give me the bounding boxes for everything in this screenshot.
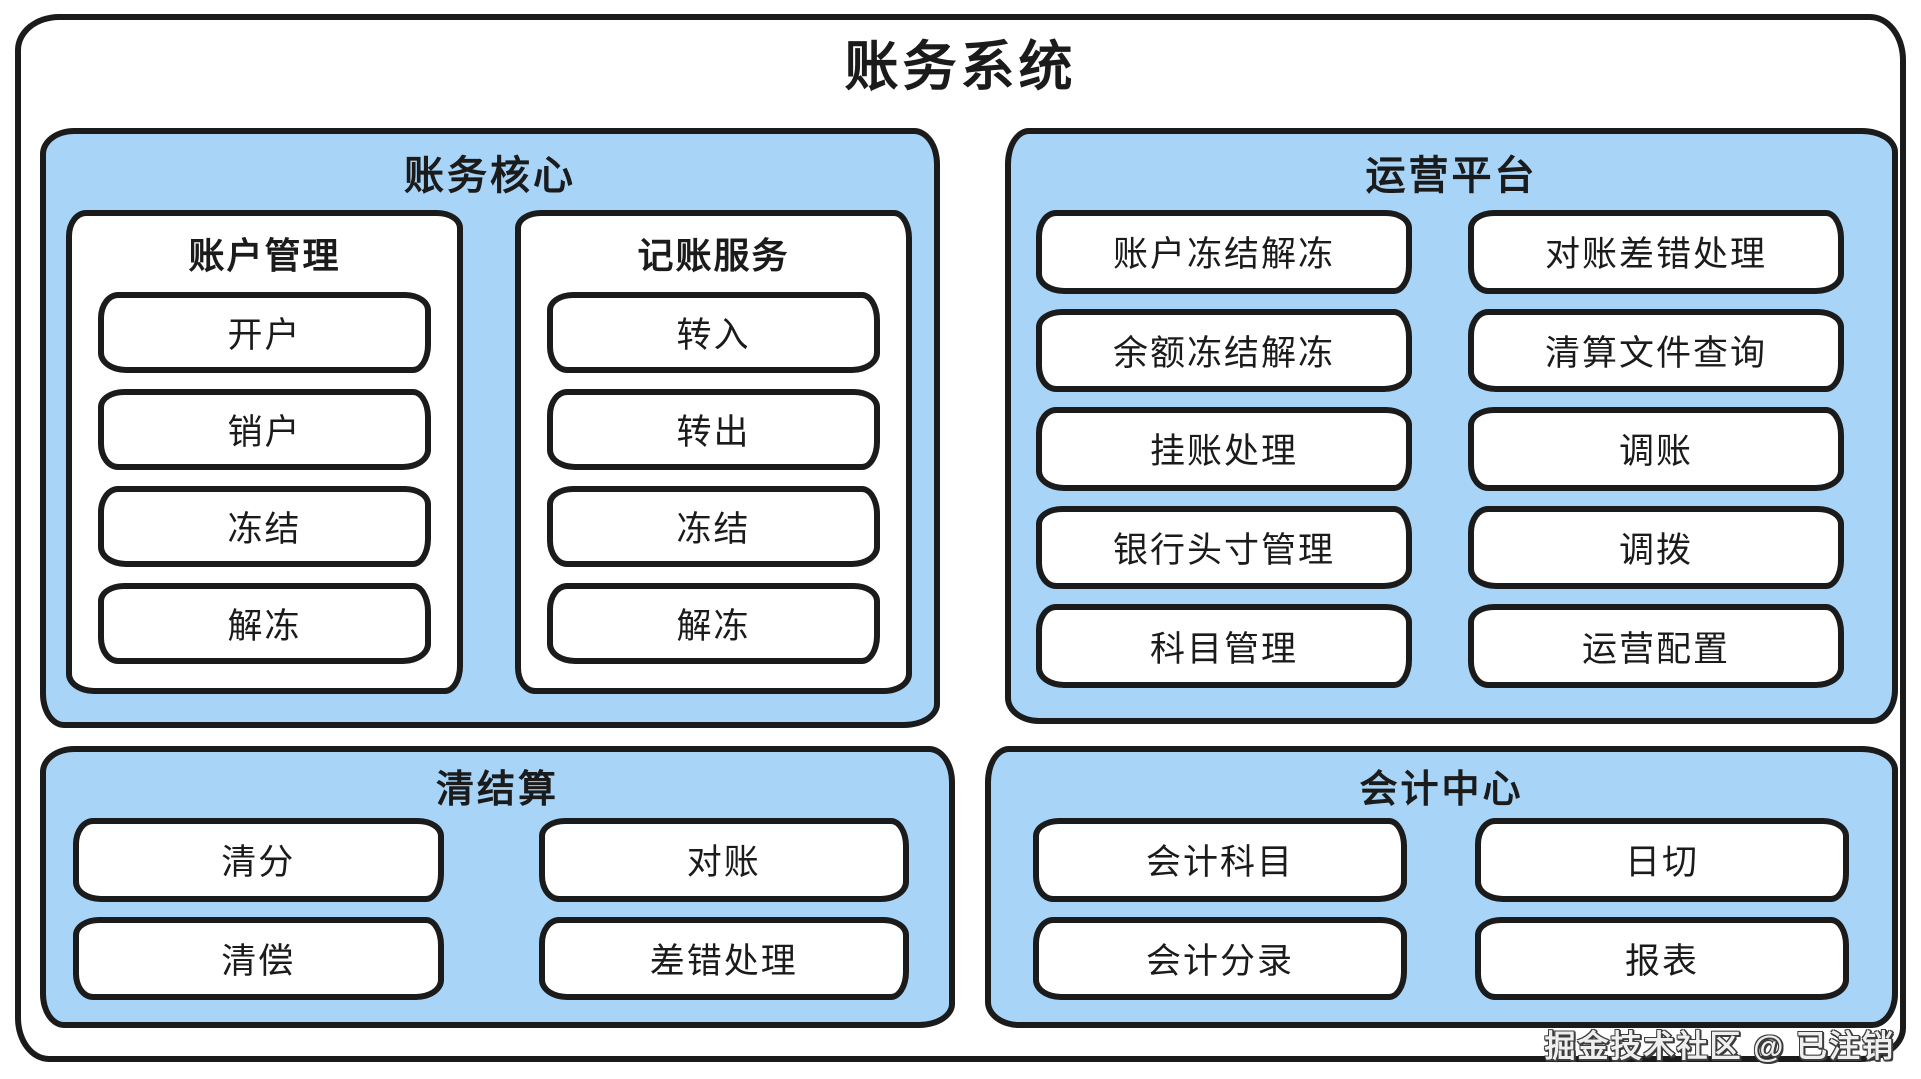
box-accounting-entry: 会计分录 [1033, 916, 1407, 1000]
panel-ops-platform: 运营平台 账户冻结解冻 余额冻结解冻 挂账处理 银行头寸管理 科目管理 对账差错… [1005, 128, 1898, 724]
clearing-settlement-right-column: 对账 差错处理 [538, 818, 909, 1000]
panel-ops-platform-title: 运营平台 [1365, 154, 1538, 198]
watermark-text: 掘金技术社区 @ 已注销 [1544, 1029, 1895, 1064]
group-account-management: 账户管理 开户 销户 冻结 解冻 [66, 210, 463, 694]
ops-platform-right-column: 对账差错处理 清算文件查询 调账 调拨 运营配置 [1468, 210, 1844, 688]
panel-clearing-settlement: 清结算 清分 清偿 对账 差错处理 [40, 746, 955, 1028]
accounting-center-body: 会计科目 会计分录 日切 报表 [991, 818, 1892, 1022]
box-clearing-file-query: 清算文件查询 [1468, 308, 1844, 393]
clearing-settlement-body: 清分 清偿 对账 差错处理 [46, 818, 949, 1022]
box-day-cut: 日切 [1475, 818, 1849, 902]
box-transfer-in: 转入 [547, 292, 880, 373]
box-freeze-entry: 冻结 [547, 486, 880, 567]
group-bookkeeping-service-title: 记账服务 [637, 235, 790, 276]
clearing-settlement-left-column: 清分 清偿 [73, 818, 444, 1000]
account-management-items: 开户 销户 冻结 解冻 [98, 292, 431, 664]
bookkeeping-service-items: 转入 转出 冻结 解冻 [547, 292, 880, 664]
page-title: 账务系统 [844, 37, 1077, 97]
box-close-account: 销户 [98, 389, 431, 470]
panel-accounting-core: 账务核心 账户管理 开户 销户 冻结 解冻 记账服务 转入 转出 冻结 解冻 [40, 128, 940, 728]
box-settle-repay: 清偿 [73, 916, 444, 1000]
box-report: 报表 [1475, 916, 1849, 1000]
box-recon-error-handling: 对账差错处理 [1468, 210, 1844, 294]
accounting-core-body: 账户管理 开户 销户 冻结 解冻 记账服务 转入 转出 冻结 解冻 [46, 210, 934, 722]
box-error-handling: 差错处理 [538, 916, 909, 1000]
box-suspense-handling: 挂账处理 [1036, 407, 1412, 491]
ops-platform-left-column: 账户冻结解冻 余额冻结解冻 挂账处理 银行头寸管理 科目管理 [1036, 210, 1412, 688]
accounting-center-right-column: 日切 报表 [1475, 818, 1849, 1000]
panel-accounting-center: 会计中心 会计科目 会计分录 日切 报表 [985, 746, 1898, 1028]
box-clearing-split: 清分 [73, 818, 444, 902]
accounting-center-left-column: 会计科目 会计分录 [1033, 818, 1407, 1000]
box-account-freeze-unfreeze: 账户冻结解冻 [1036, 210, 1412, 294]
box-fund-allocation: 调拨 [1468, 505, 1844, 590]
panel-accounting-center-title: 会计中心 [1359, 768, 1524, 811]
box-account-adjust: 调账 [1468, 407, 1844, 491]
box-balance-freeze-unfreeze: 余额冻结解冻 [1036, 308, 1412, 393]
box-unfreeze-account: 解冻 [98, 583, 431, 664]
panel-clearing-settlement-title: 清结算 [435, 768, 559, 811]
box-accounting-subject: 会计科目 [1033, 818, 1407, 902]
box-unfreeze-entry: 解冻 [547, 583, 880, 664]
box-subject-mgmt: 科目管理 [1036, 604, 1412, 688]
panel-accounting-core-title: 账务核心 [404, 154, 576, 198]
group-account-management-title: 账户管理 [188, 235, 341, 276]
outer-frame [15, 14, 1906, 1062]
box-ops-config: 运营配置 [1468, 604, 1844, 688]
box-open-account: 开户 [98, 292, 431, 373]
group-bookkeeping-service: 记账服务 转入 转出 冻结 解冻 [515, 210, 912, 694]
box-reconciliation: 对账 [538, 818, 909, 902]
box-freeze-account: 冻结 [98, 486, 431, 567]
box-transfer-out: 转出 [547, 389, 880, 470]
ops-platform-body: 账户冻结解冻 余额冻结解冻 挂账处理 银行头寸管理 科目管理 对账差错处理 清算… [1011, 210, 1892, 718]
box-bank-position-mgmt: 银行头寸管理 [1036, 505, 1412, 590]
